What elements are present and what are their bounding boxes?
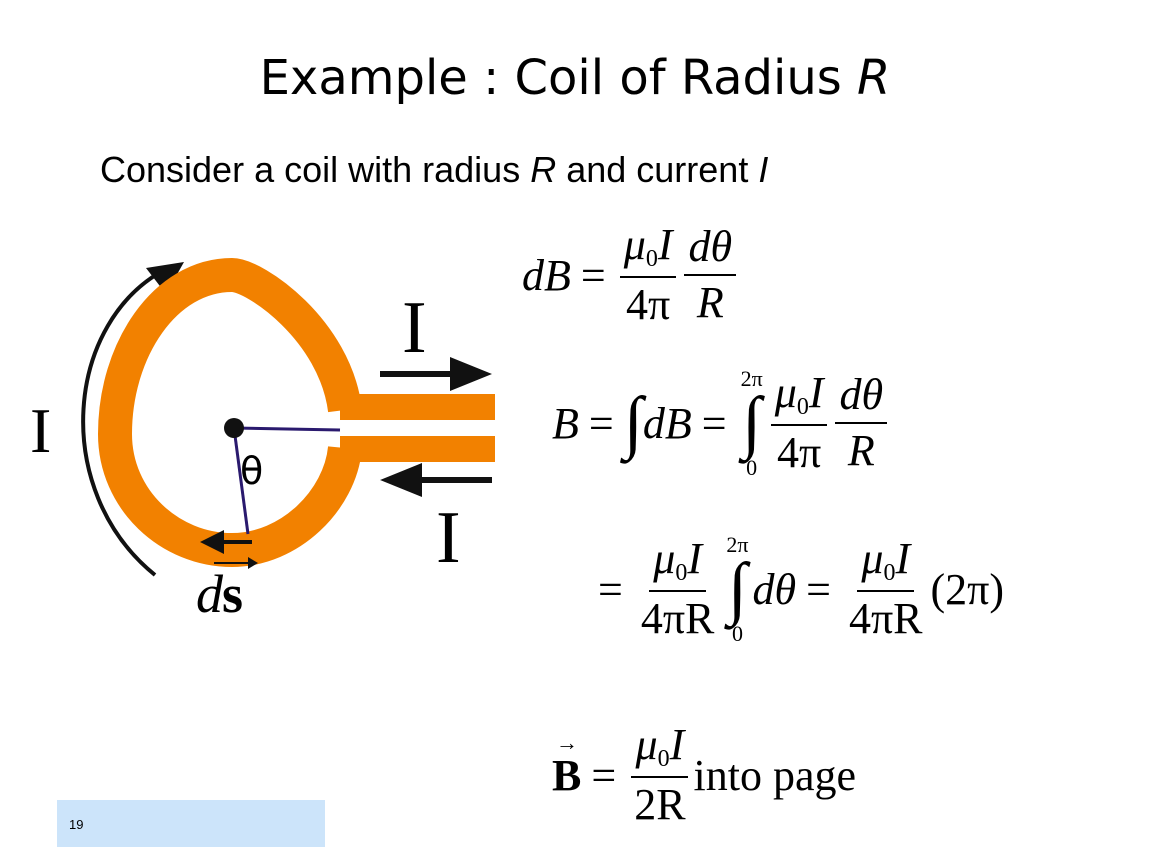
angle-label: θ — [240, 449, 263, 493]
eq1-fraction-1: μ0I 4π — [619, 220, 677, 330]
eq4-current: I — [669, 720, 685, 769]
eq1-fraction-2: dθ R — [684, 222, 737, 329]
eq1-den-2: R — [696, 278, 724, 328]
eq1-lhs: dB — [522, 250, 571, 300]
eq2-mu: μ — [774, 368, 797, 418]
current-label-left: I — [30, 395, 51, 466]
radius-line — [233, 426, 341, 432]
eq2-fraction-1: μ0I 4π — [770, 368, 828, 478]
eq1-mu: μ — [623, 220, 646, 269]
bottom-current-arrow-head — [380, 463, 422, 497]
eq2-lower-limit: 0 — [746, 454, 758, 480]
radius-line-to-ds — [232, 427, 250, 535]
eq1-equals: = — [580, 250, 606, 300]
eq2-integral-sign: ∫ — [623, 384, 643, 461]
eq1-num-2: dθ — [684, 222, 737, 277]
eq4-mu-sub: 0 — [657, 746, 670, 772]
ds-label-d: d — [196, 564, 224, 624]
subtitle-text-mid: and current — [556, 149, 759, 190]
eq3-current-2: I — [895, 534, 911, 584]
subtitle-variable-r: R — [530, 149, 557, 190]
eq1-mu-sub: 0 — [645, 246, 658, 272]
equation-b-final: B = μ0I 2R into page — [552, 720, 856, 830]
eq2-mu-sub: 0 — [796, 394, 809, 421]
ds-label-s: s — [222, 564, 243, 624]
equation-db: dB = μ0I 4π dθ R — [522, 220, 740, 330]
eq3-den-2: 4πR — [848, 593, 923, 643]
page-number-bar: 19 — [57, 800, 325, 847]
equation-b-result: = μ0I 4πR 2π ∫ 0 dθ = μ0I 4πR (2π) — [588, 534, 1004, 645]
eq2-upper-limit: 2π — [740, 366, 763, 391]
eq2-num-2: dθ — [835, 370, 888, 425]
eq2-current: I — [808, 368, 824, 418]
eq4-fraction: μ0I 2R — [630, 720, 689, 830]
circulation-arc — [81, 266, 169, 577]
eq3-fraction-1: μ0I 4πR — [637, 534, 719, 644]
circulation-arrow-head — [146, 262, 184, 294]
eq3-current: I — [687, 534, 702, 584]
ds-arrow-head — [200, 530, 224, 554]
title-variable: R — [857, 50, 891, 106]
eq3-mu-2-sub: 0 — [883, 560, 896, 587]
coil-lead-top — [340, 394, 495, 420]
subtitle-text: Consider a coil with radius — [100, 149, 531, 190]
eq3-den-1: 4πR — [640, 593, 715, 643]
eq4-b-vector: B — [552, 730, 581, 801]
eq2-integral-sign-2: ∫ — [742, 384, 762, 461]
eq2-lhs: B — [552, 398, 579, 448]
eq3-equals-2: = — [806, 564, 831, 614]
title-text: Example : Coil of Radius — [259, 50, 858, 106]
eq2-definite-integral: 2π ∫ 0 — [741, 368, 763, 479]
coil-ring — [97, 257, 362, 568]
eq4-den: 2R — [634, 779, 686, 829]
eq4-mu: μ — [635, 720, 658, 769]
top-current-arrow-head — [450, 357, 492, 391]
eq3-upper-limit: 2π — [726, 532, 749, 557]
eq4-into-page: into page — [693, 750, 857, 800]
eq1-current: I — [657, 220, 673, 269]
eq3-equals-1: = — [598, 564, 623, 614]
eq2-den-2: R — [847, 426, 875, 476]
current-label-top: I — [402, 287, 427, 369]
coil-lead-bottom — [340, 436, 495, 462]
slide-title: Example : Coil of Radius R — [0, 50, 1150, 108]
eq2-db: dB — [642, 398, 692, 448]
eq3-mu-2: μ — [861, 534, 884, 584]
eq2-equals-2: = — [701, 398, 727, 448]
eq3-two-pi: (2π) — [930, 564, 1005, 614]
equation-b-integral: B = ∫ dB = 2π ∫ 0 μ0I 4π dθ R — [552, 368, 891, 479]
eq3-fraction-2: μ0I 4πR — [845, 534, 927, 644]
coil-diagram: I I I θ d s — [30, 257, 495, 624]
eq3-mu: μ — [653, 534, 676, 584]
ds-vector-arrow-head — [248, 557, 258, 569]
eq3-mu-sub: 0 — [675, 560, 688, 587]
subtitle-variable-i: I — [758, 149, 769, 190]
eq2-equals-1: = — [588, 398, 614, 448]
eq2-den-1: 4π — [777, 427, 822, 477]
eq2-fraction-2: dθ R — [835, 370, 888, 477]
current-label-bottom: I — [436, 497, 461, 579]
eq4-equals: = — [591, 750, 617, 800]
eq1-den-1: 4π — [625, 279, 671, 329]
slide-subtitle: Consider a coil with radius R and curren… — [100, 148, 768, 191]
coil-center-dot — [224, 418, 244, 438]
eq3-definite-integral: 2π ∫ 0 — [726, 534, 748, 645]
eq3-dtheta: dθ — [752, 564, 797, 614]
page-number: 19 — [69, 817, 84, 832]
eq3-integral-sign: ∫ — [727, 550, 748, 627]
eq3-lower-limit: 0 — [731, 620, 743, 646]
